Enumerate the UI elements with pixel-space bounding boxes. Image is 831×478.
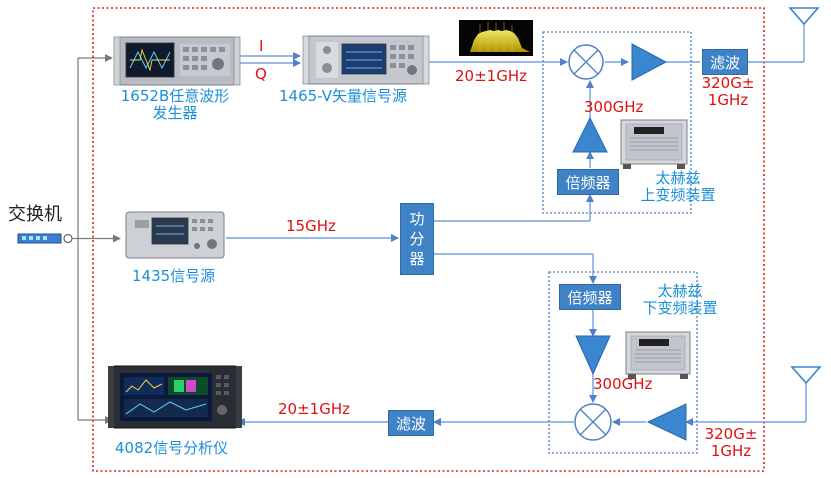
upconverter-name-line1: 太赫兹 bbox=[655, 169, 701, 187]
power-splitter-char-2: 分 bbox=[409, 229, 425, 248]
down-lo-freq-label: 300GHz bbox=[593, 375, 653, 393]
up-filter-box: 滤波 bbox=[702, 49, 748, 75]
down-rf-freq-line1: 320G± bbox=[704, 425, 758, 443]
power-splitter-box: 功 分 器 bbox=[400, 203, 434, 275]
awg-label: 1652B任意波形 发生器 bbox=[110, 87, 240, 123]
awg-label-line2: 发生器 bbox=[152, 104, 198, 123]
downconverter-device-image bbox=[625, 331, 691, 379]
lo-freq-label: 15GHz bbox=[286, 217, 336, 235]
downconverter-group-border bbox=[548, 271, 698, 454]
vsg-label: 1465-V矢量信号源 bbox=[279, 87, 407, 105]
down-mixer-icon bbox=[574, 403, 612, 441]
spectrum-thumbnail bbox=[459, 20, 533, 56]
switch-label: 交换机 bbox=[8, 204, 62, 225]
i-label: I bbox=[259, 37, 264, 55]
up-lo-amplifier-icon bbox=[572, 116, 608, 153]
downconverter-name-line2: 下变频装置 bbox=[642, 299, 718, 318]
up-if-freq-label: 20±1GHz bbox=[455, 67, 527, 85]
up-rf-freq-label: 320G± 1GHz bbox=[698, 74, 758, 110]
switch-icon bbox=[17, 233, 73, 244]
power-splitter-char-1: 功 bbox=[409, 209, 425, 228]
signal-lines bbox=[226, 24, 807, 426]
upconverter-name-line2: 上变频装置 bbox=[640, 186, 716, 205]
downconverter-name-line1: 太赫兹 bbox=[657, 282, 703, 300]
awg-instrument-image bbox=[113, 36, 241, 86]
rx-antenna-icon bbox=[790, 366, 822, 385]
upconverter-device-image bbox=[620, 119, 688, 169]
awg-label-line1: 1652B任意波形 bbox=[120, 87, 230, 105]
up-amplifier-icon bbox=[631, 43, 668, 81]
up-rf-freq-line1: 320G± bbox=[701, 74, 755, 92]
analyzer-instrument-image bbox=[108, 365, 242, 429]
down-rf-freq-label: 320G± 1GHz bbox=[700, 425, 762, 461]
down-amplifier-icon bbox=[646, 403, 687, 441]
up-multiplier-box: 倍频器 bbox=[557, 169, 619, 195]
down-if-filter-box: 滤波 bbox=[388, 410, 434, 436]
down-lo-amplifier-icon bbox=[575, 335, 611, 376]
up-rf-freq-line2: 1GHz bbox=[707, 91, 749, 110]
lo-source-label: 1435信号源 bbox=[132, 267, 216, 285]
q-label: Q bbox=[255, 65, 267, 83]
upconverter-name: 太赫兹 上变频装置 bbox=[628, 169, 728, 205]
up-mixer-icon bbox=[568, 44, 604, 80]
power-splitter-char-3: 器 bbox=[409, 250, 425, 269]
network-connections bbox=[72, 54, 121, 424]
down-if-freq-label: 20±1GHz bbox=[278, 400, 350, 418]
downconverter-name: 太赫兹 下变频装置 bbox=[630, 282, 730, 318]
down-multiplier-box: 倍频器 bbox=[559, 284, 621, 310]
upconverter-group-border bbox=[542, 31, 692, 214]
up-lo-freq-label: 300GHz bbox=[584, 98, 644, 116]
lo-source-instrument-image bbox=[125, 211, 225, 259]
analyzer-label: 4082信号分析仪 bbox=[115, 439, 229, 457]
down-rf-freq-line2: 1GHz bbox=[710, 442, 752, 461]
vsg-instrument-image bbox=[302, 35, 430, 85]
tx-antenna-icon bbox=[788, 7, 820, 26]
